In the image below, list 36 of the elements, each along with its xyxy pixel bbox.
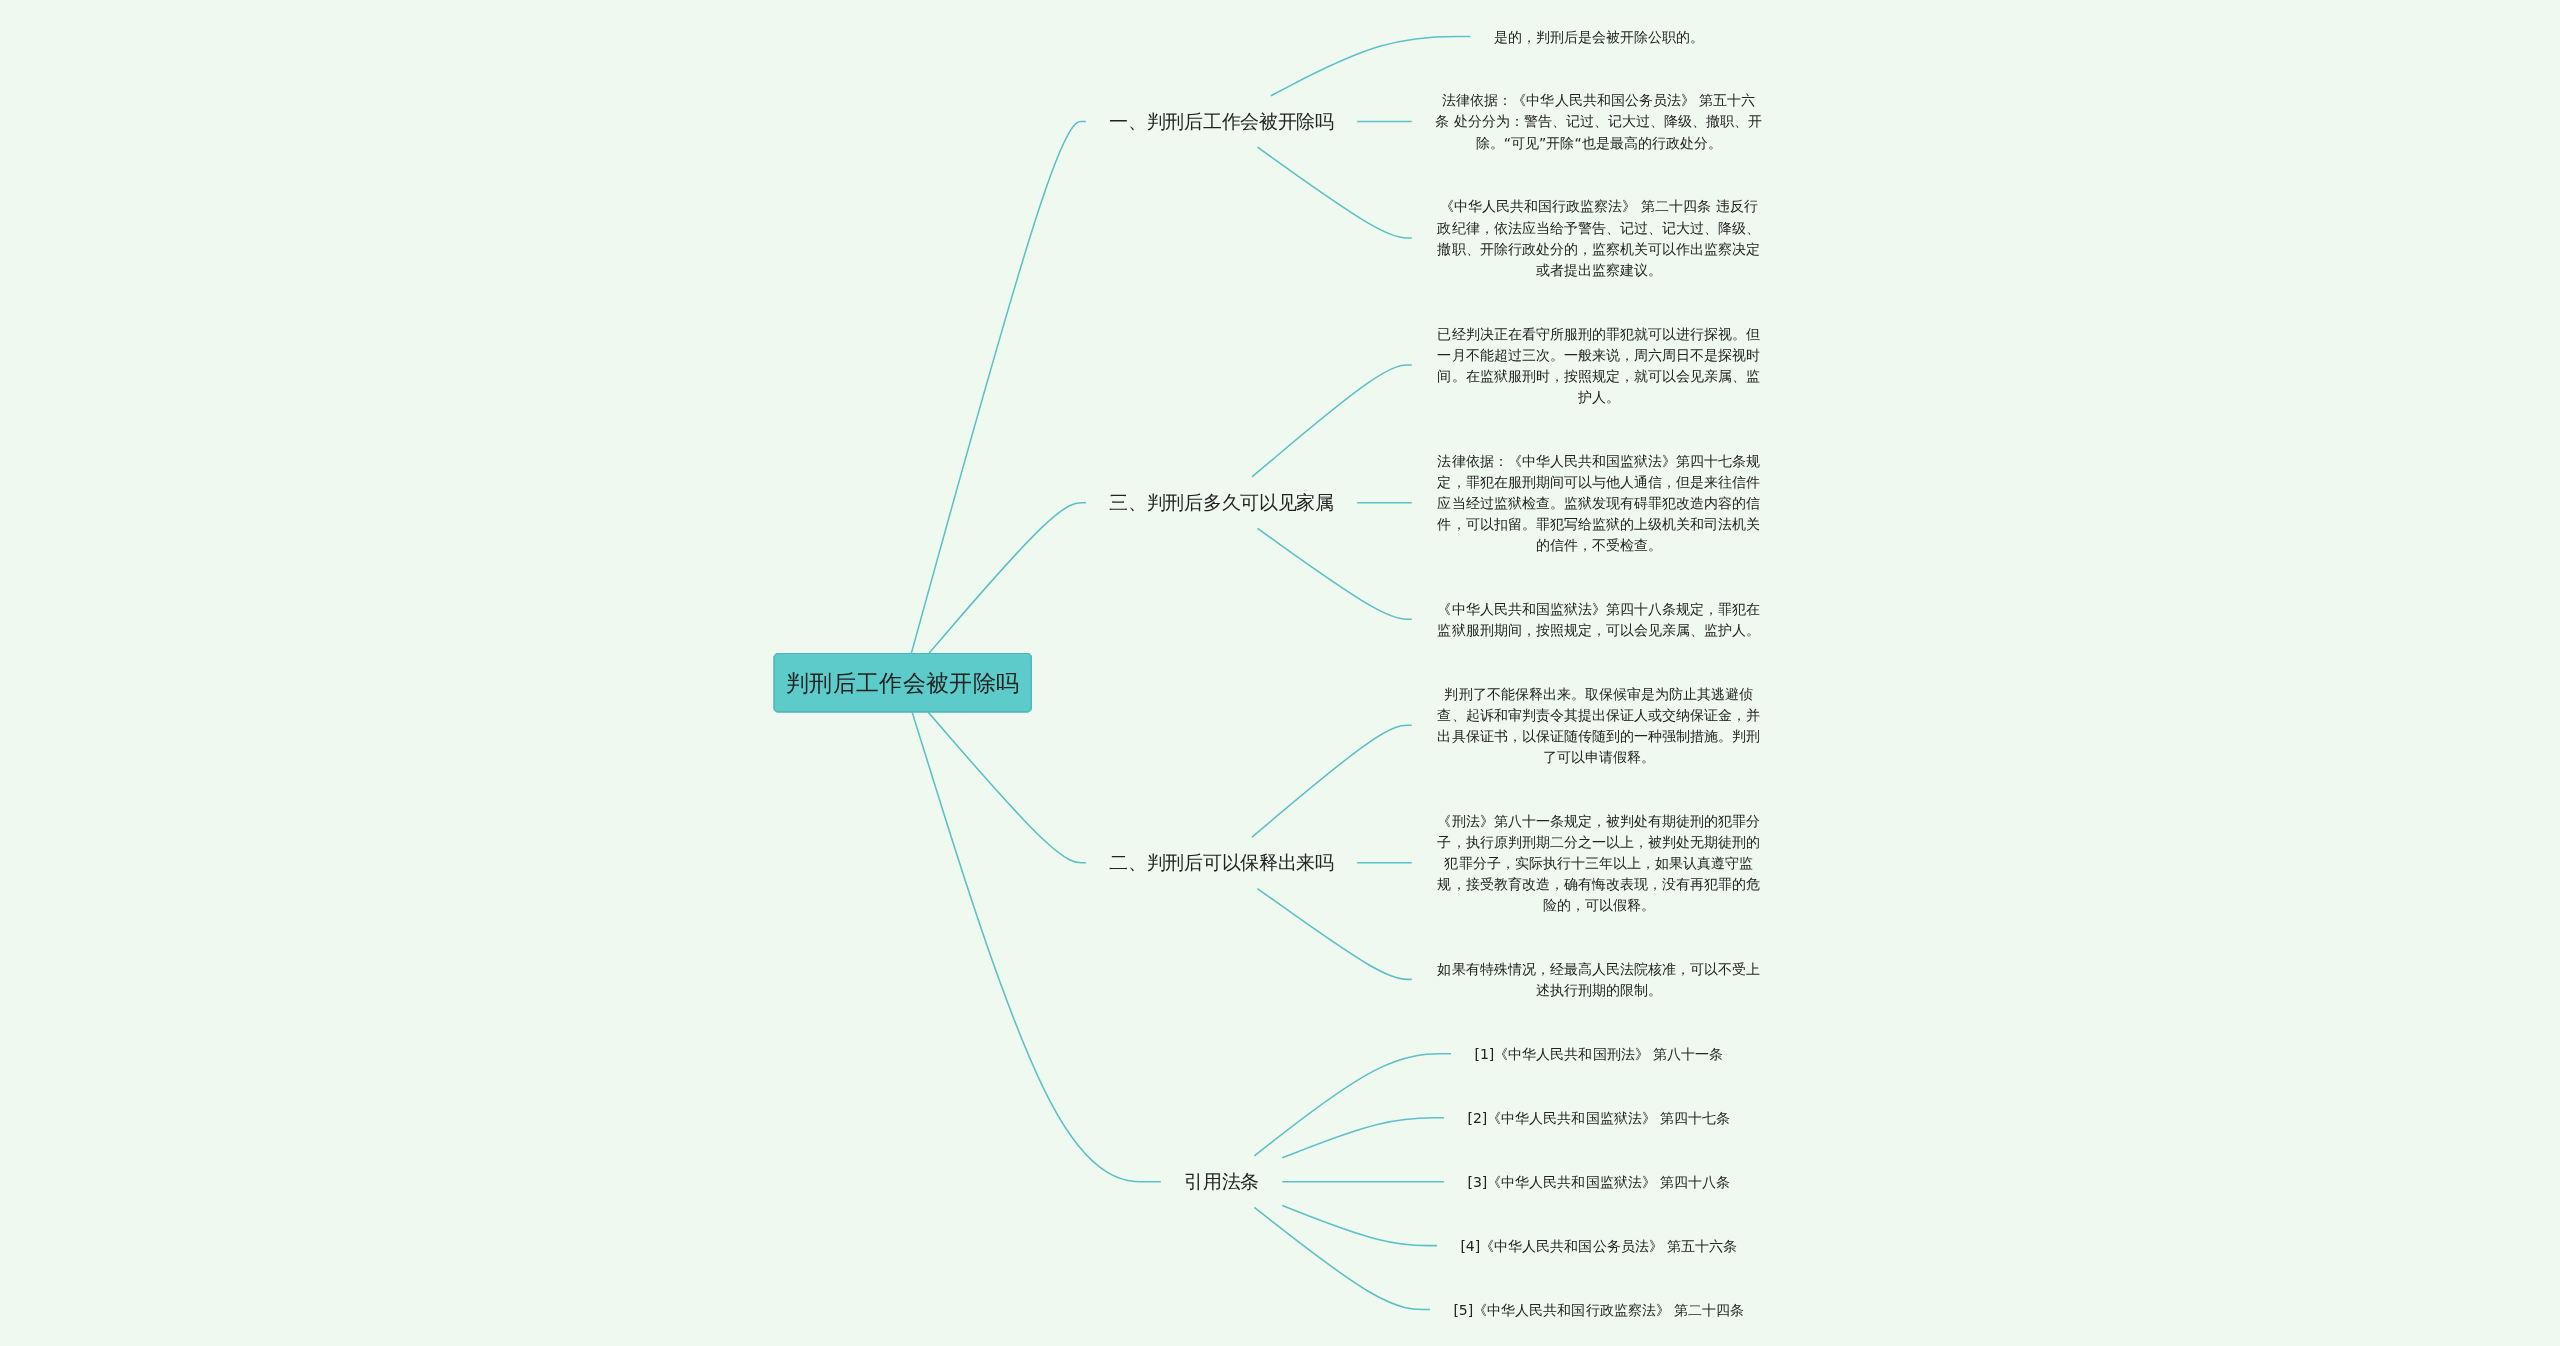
connector xyxy=(1356,120,1413,123)
node-text: 《中华人民共和国监狱法》第四十八条规定，罪犯在监狱服刑期间，按照规定，可以会见亲属、监护人。 xyxy=(1437,600,1761,638)
connector xyxy=(1251,724,1413,838)
connector xyxy=(1253,1206,1431,1311)
node-text: 如果有特殊情况，经最高人民法院核准，可以不受上述执行刑期的限制。 xyxy=(1437,960,1761,999)
node-text: 二、判刑后可以保释出来吗 xyxy=(1109,851,1334,874)
connector xyxy=(911,711,1162,1183)
connector xyxy=(1281,1117,1445,1159)
node-text: 已经判决正在看守所服刑的罪犯就可以进行探视。但一月不能超过三次。一般来说，周六周日不是探视时间。在监狱服刑时，按照规定，就可以会见亲属、监护人。 xyxy=(1437,325,1761,405)
node-text: [3]《中华人民共和国监狱法》 第四十八条 xyxy=(1467,1173,1731,1190)
connector xyxy=(910,120,1087,655)
node-text: 引用法条 xyxy=(1184,1170,1259,1193)
connector xyxy=(1356,862,1413,864)
connector xyxy=(1253,1053,1452,1157)
node-text: 是的，判刑后是会被开除公职的。 xyxy=(1493,28,1705,45)
node-text: 法律依据：《中华人民共和国公务员法》 第五十六条 处分分为：警告、记过、记大过、降级、撤职、开除。“可见”开除“也是最高的行政处分。 xyxy=(1435,92,1763,151)
connector xyxy=(927,501,1087,655)
connector xyxy=(1270,35,1471,97)
connector xyxy=(1281,1180,1445,1183)
connector xyxy=(1256,146,1413,239)
connector xyxy=(1281,1204,1438,1247)
node-text: [4]《中华人民共和国公务员法》 第五十六条 xyxy=(1460,1237,1738,1254)
node-text: [1]《中华人民共和国刑法》 第八十一条 xyxy=(1474,1045,1724,1063)
node-text: 一、判刑后工作会被开除吗 xyxy=(1109,110,1334,133)
node-text: 三、判刑后多久可以见家属 xyxy=(1109,491,1334,514)
node-text: 《中华人民共和国行政监察法》 第二十四条 违反行政纪律，依法应当给予警告、记过、记大过、降级、撤职、开除行政处分的，监察机关可以作出监察决定或者提出监察建议。 xyxy=(1437,198,1761,278)
node-text: 《刑法》第八十一条规定，被判处有期徒刑的犯罪分子，执行原判刑期二分之一以上，被判处无期徒刑的犯罪分子，实际执行十三年以上，如果认真遵守监规，接受教育改造，确有悔改表现，没有再犯罪的危险的，可以假释。 xyxy=(1437,812,1761,914)
node-text: 判刑了不能保释出来。取保候审是为防止其逃避侦查、起诉和审判责令其提出保证人或交纳保证金，并出具保证书，以保证随传随到的一种强制措施。判刑了可以申请假释。 xyxy=(1437,685,1761,765)
node-text: [2]《中华人民共和国监狱法》 第四十七条 xyxy=(1467,1109,1731,1126)
connector xyxy=(1256,527,1413,620)
connector xyxy=(1356,501,1413,504)
node-text: 法律依据：《中华人民共和国监狱法》第四十七条规定，罪犯在服刑期间可以与他人通信，但是来往信件应当经过监狱检查。监狱发现有碍罪犯改造内容的信件，可以扣留。罪犯写给监狱的上级机关和司法机关的信件，不受检查。 xyxy=(1437,452,1761,553)
connector xyxy=(1256,887,1413,981)
node-text: [5]《中华人民共和国行政监察法》 第二十四条 xyxy=(1453,1301,1745,1318)
connector xyxy=(1251,364,1413,478)
connector xyxy=(927,711,1087,864)
